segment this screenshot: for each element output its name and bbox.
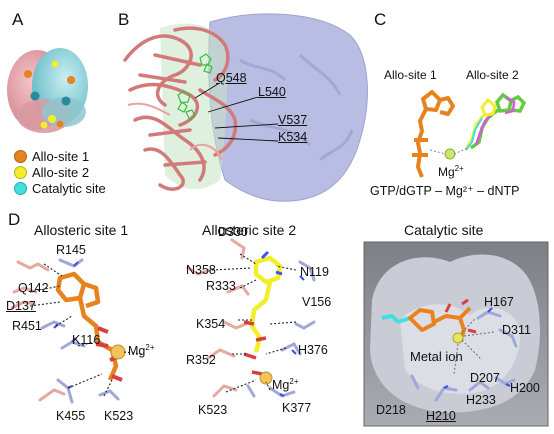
- site1-title: Allosteric site 1: [34, 222, 129, 238]
- site1-mg-label: Mg2+: [128, 344, 155, 358]
- mg-text: Mg: [272, 378, 290, 393]
- site2-d330: D330: [218, 225, 248, 239]
- residue-k534: K534: [278, 130, 308, 144]
- site2-k354: K354: [196, 317, 226, 331]
- legend-label: Allo-site 2: [32, 164, 90, 180]
- site1-r451: R451: [12, 319, 42, 333]
- site2-n358: N358: [186, 263, 216, 277]
- mg-charge: 2+: [289, 377, 299, 386]
- legend-item-catalytic: Catalytic site: [14, 180, 106, 196]
- site2-r352: R352: [186, 353, 216, 367]
- mg-charge: 2+: [145, 343, 155, 352]
- panel-a-label: A: [12, 10, 24, 29]
- allo-site-1-title: Allo-site 1: [384, 68, 437, 82]
- catalytic-title: Catalytic site: [404, 222, 484, 238]
- site1-k523: K523: [104, 409, 134, 423]
- legend-label: Catalytic site: [32, 180, 106, 196]
- cat-metal-ion: Metal ion: [410, 349, 463, 364]
- residue-v537: V537: [278, 113, 308, 127]
- allo-site-2-dot: [14, 165, 27, 179]
- site2-h376: H376: [298, 343, 328, 357]
- mg-text: Mg: [438, 165, 455, 179]
- allo-site-2-title: Allo-site 2: [466, 68, 519, 82]
- cat-h233: H233: [466, 393, 496, 407]
- site1-k116: K116: [72, 333, 101, 347]
- cat-h167: H167: [484, 295, 514, 309]
- panel-d-label: D: [8, 210, 21, 229]
- mg-charge: 2+: [454, 164, 464, 173]
- site2-k523: K523: [198, 403, 228, 417]
- site2-mg-label: Mg2+: [272, 378, 299, 392]
- residue-q548: Q548: [216, 71, 247, 85]
- panel-c-label: C: [374, 10, 387, 29]
- site2-v156: V156: [302, 295, 332, 309]
- panel-c-caption: GTP/dGTP – Mg²⁺ – dNTP: [370, 184, 520, 198]
- cat-d207: D207: [470, 371, 500, 385]
- tetramer-blob: [7, 48, 88, 133]
- cat-h200: H200: [510, 381, 540, 395]
- catalytic-site-dot: [14, 181, 27, 195]
- allo-site-1-dot: [14, 149, 27, 163]
- cat-d218: D218: [376, 403, 406, 417]
- legend-label: Allo-site 1: [32, 148, 90, 164]
- panel-b-label: B: [118, 10, 130, 29]
- legend-item-allo2: Allo-site 2: [14, 164, 106, 180]
- site1-q142: Q142: [18, 281, 49, 295]
- cat-d311: D311: [502, 323, 531, 337]
- residue-l540: L540: [258, 85, 286, 99]
- panel-c-mg-label: Mg2+: [438, 164, 464, 179]
- legend: Allo-site 1 Allo-site 2 Catalytic site: [14, 148, 106, 196]
- site1-r145: R145: [56, 243, 86, 257]
- site2-k377: K377: [282, 401, 312, 415]
- site2-n119: N119: [300, 265, 329, 279]
- legend-item-allo1: Allo-site 1: [14, 148, 106, 164]
- cat-h210: H210: [426, 409, 456, 423]
- site1-d137: D137: [6, 299, 36, 313]
- site2-title: Allosteric site 2: [202, 222, 297, 238]
- site2-r333: R333: [206, 279, 236, 293]
- site1-k455: K455: [56, 409, 86, 423]
- mg-text: Mg: [128, 344, 146, 359]
